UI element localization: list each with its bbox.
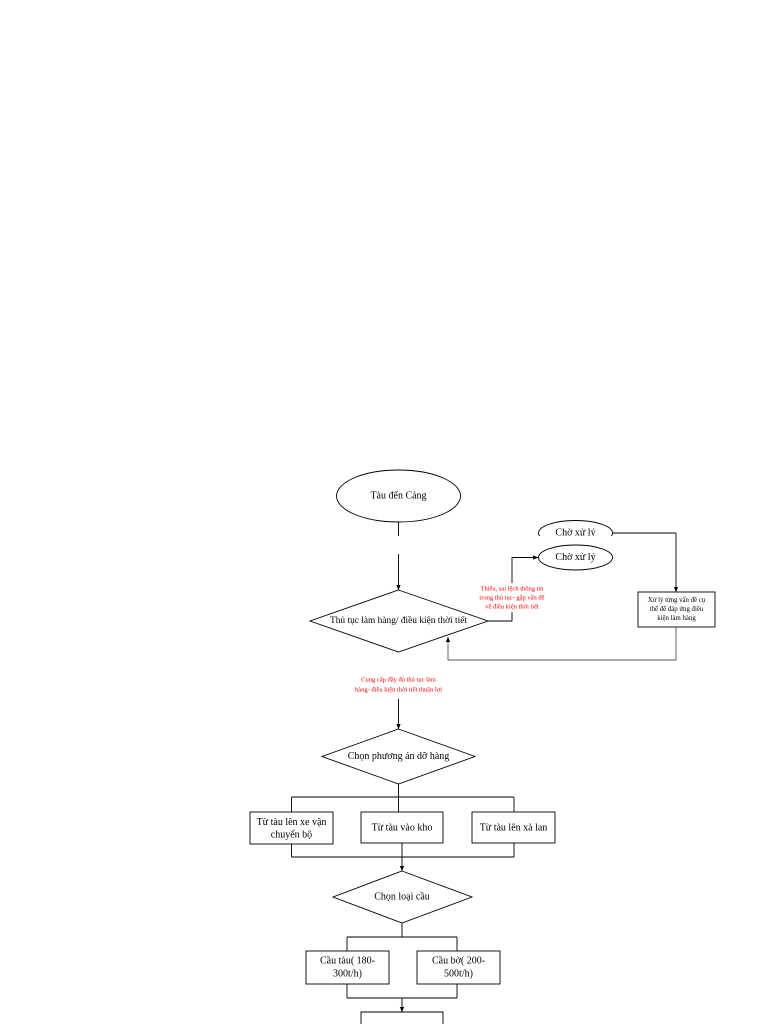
option-box-warehouse: Từ tàu vào kho (360, 811, 444, 844)
berth-choice-decision: Chọn loại cầu (331, 870, 474, 924)
option-box-barge-label: Từ tàu lên xà lan (480, 823, 548, 834)
next-step-box-cutoff (360, 1011, 444, 1024)
fail-note-background (468, 583, 558, 612)
fail-note-line: Thiếu, sai lệch thông tin (480, 586, 544, 593)
berth-choice-label: Chọn loại cầu (374, 892, 430, 903)
option-box-truck-shape (249, 811, 334, 845)
fail-note-line: về điều kiện thời tiết (485, 604, 539, 611)
connector-berths-merge (346, 984, 458, 999)
check-decision: Thủ tục làm hàng/ điều kiện thời tiết (308, 589, 490, 653)
option-box-truck-line: chuyển bộ (271, 830, 312, 841)
berth-box-ship-line: Cầu tàu( 180- (320, 956, 375, 967)
pass-note-line: Cung cấp đầy đủ thủ tục làm (361, 677, 436, 684)
option-box-truck-line: Từ tàu lên xe vận (257, 817, 327, 828)
berth-box-ship-line: 300t/h) (333, 969, 362, 980)
pass-note: Cung cấp đầy đủ thủ tục làm hàng- điều k… (355, 677, 442, 694)
fail-note: Thiếu, sai lệch thông tin trong thủ tục-… (468, 583, 558, 612)
option-box-warehouse-shape (360, 811, 444, 844)
option-box-barge-shape (471, 811, 556, 844)
resolve-box-line: Xử lý từng vấn đề cụ (648, 597, 706, 604)
start-node: Tàu đến Cảng (336, 469, 461, 523)
wait-node: Chờ xử lý (538, 544, 613, 571)
berth-box-shore-line: 500t/h) (444, 969, 473, 980)
wait-node-label: Chờ xử lý (555, 552, 595, 563)
connector-berth-split (346, 923, 458, 951)
option-box-barge: Từ tàu lên xà lan (471, 811, 556, 844)
wait-node-duplicate-label: Chờ xử lý (555, 528, 595, 539)
unload-choice-decision: Chọn phương án dỡ hàng (320, 728, 477, 785)
berth-box-ship: Cầu tàu( 180- 300t/h) (305, 950, 390, 985)
resolve-box-line: kiện làm hàng (657, 615, 696, 622)
resolve-box-shape (637, 591, 716, 628)
connector-unload-split (291, 784, 515, 812)
berth-box-shore-line: Cầu bờ( 200- (432, 956, 485, 967)
unload-choice-label: Chọn phương án dỡ hàng (348, 751, 450, 762)
fail-note-line: trong thủ tục- gặp vấn đề (479, 595, 544, 602)
option-box-truck: Từ tàu lên xe vận chuyển bộ (249, 811, 334, 845)
wait-node-shape (538, 544, 613, 571)
resolve-box-line: thể để đáp ứng điều (650, 606, 704, 613)
check-decision-shape (308, 589, 490, 653)
option-box-warehouse-label: Từ tàu vào kho (372, 823, 433, 834)
connector-options-merge (291, 843, 515, 858)
berth-box-ship-shape (305, 950, 390, 985)
wait-node-clipped-duplicate: Chờ xử lý (538, 520, 676, 539)
berth-box-shore: Cầu bờ( 200- 500t/h) (416, 950, 501, 985)
start-node-label: Tàu đến Cảng (370, 491, 426, 502)
resolve-box: Xử lý từng vấn đề cụ thể để đáp ứng điều… (637, 591, 716, 628)
berth-box-shore-shape (416, 950, 501, 985)
connector-resolve-to-check (445, 627, 677, 661)
check-decision-label: Thủ tục làm hàng/ điều kiện thời tiết (330, 615, 467, 626)
pass-note-line: hàng- điều kiện thời tiết thuận lợi (355, 687, 442, 694)
